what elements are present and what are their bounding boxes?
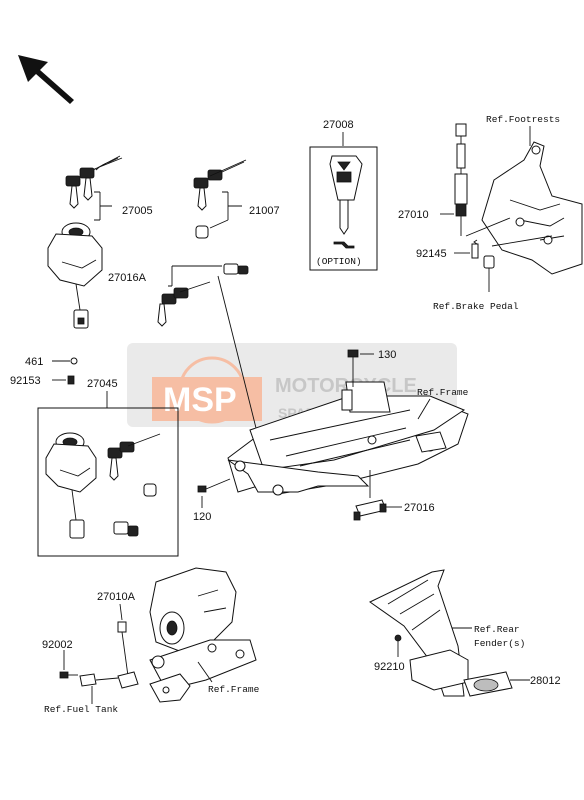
- bolt-92210: [394, 634, 402, 657]
- ignition-keys-27005: [65, 155, 123, 209]
- brake-switch-27010: [454, 123, 468, 236]
- part-label-92210: 92210: [374, 661, 405, 673]
- part-label-27008: 27008: [323, 119, 354, 131]
- part-label-27016: 27016: [404, 502, 435, 514]
- part-label-461: 461: [25, 356, 43, 368]
- helmet-lock-27016: [353, 470, 387, 521]
- direction-arrow-icon: [18, 55, 74, 104]
- frame-assembly: [227, 381, 469, 496]
- ref-brake-pedal: Ref.Brake Pedal: [433, 301, 519, 312]
- part-label-27010A: 27010A: [97, 591, 136, 603]
- watermark-logo: MSP: [163, 381, 237, 419]
- key-box-27008: (OPTION): [309, 146, 378, 271]
- part-label-130: 130: [378, 349, 396, 361]
- part-label-120: 120: [193, 511, 211, 523]
- part-label-27010: 27010: [398, 209, 429, 221]
- part-label-27016A: 27016A: [108, 272, 147, 284]
- watermark: MSP MOTORCYCLE SPARE PARTS: [127, 343, 457, 427]
- ref-footrests: Ref.Footrests: [486, 114, 560, 125]
- reflector-28012: [463, 671, 513, 697]
- part-label-92153: 92153: [10, 375, 41, 387]
- part-label-92145: 92145: [416, 248, 447, 260]
- ref-rear-fender-line1: Ref.Rear: [474, 624, 520, 635]
- spring-92145: [471, 239, 495, 292]
- lock-kit-box-27045: [37, 407, 179, 557]
- bolt-120: [197, 478, 231, 493]
- lock-set-27016A: [157, 263, 259, 437]
- part-label-21007: 21007: [249, 205, 280, 217]
- part-label-92002: 92002: [42, 639, 73, 651]
- ref-rear-fender-line2: Fender(s): [474, 638, 525, 649]
- rear-fender: [369, 569, 469, 697]
- ref-frame-bottom: Ref.Frame: [208, 684, 260, 695]
- ignition-switch-27005: [47, 222, 103, 329]
- footrest-bracket: [465, 141, 583, 275]
- ref-fuel-tank: Ref.Fuel Tank: [44, 704, 118, 715]
- brake-switch-27010A: [79, 621, 139, 689]
- frame-bottom: [149, 567, 257, 703]
- bolt-130: [347, 349, 359, 387]
- bolt-92002: [59, 671, 78, 679]
- key-box-option-label: (OPTION): [316, 256, 362, 267]
- part-label-27045: 27045: [87, 378, 118, 390]
- keys-21007: [193, 159, 247, 239]
- part-label-28012: 28012: [530, 675, 561, 687]
- ref-frame-top: Ref.Frame: [417, 387, 469, 398]
- part-label-27005: 27005: [122, 205, 153, 217]
